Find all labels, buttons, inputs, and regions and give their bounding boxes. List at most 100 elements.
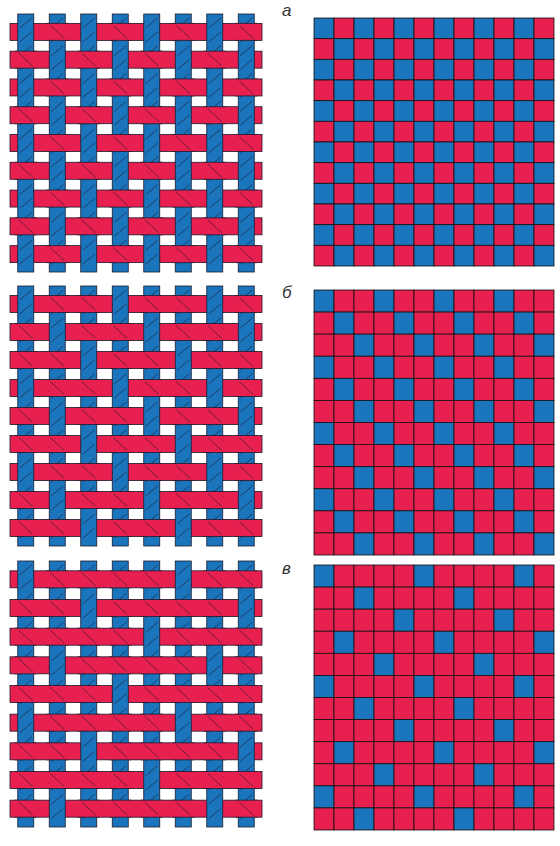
thread-twist [146,332,158,342]
thread-twist [240,737,252,747]
weave-cell [414,225,434,246]
thread-twist [208,573,222,586]
weft-edge [109,673,131,674]
weft-thread [10,190,262,207]
thread-twist [209,254,221,264]
weave-cell [374,609,394,631]
thread-twist [82,630,96,643]
thread-twist [208,745,222,758]
thread-twist [20,254,32,264]
weft-edge [235,771,257,772]
thread-twist [209,129,221,139]
thread-twist [50,466,64,479]
weft-edge [109,245,131,246]
weft-edge [172,616,194,617]
thread-twist [51,171,63,181]
weave-cell [474,445,494,467]
weave-cell [514,312,534,334]
weft-edge [109,645,131,646]
weft-edge [235,151,257,152]
weave-cell [394,808,414,830]
weft-thread [10,600,262,617]
thread-twist [19,602,33,615]
weave-cell [454,101,474,122]
weft-edge [78,162,100,163]
thread-twist [208,716,222,729]
thread-twist [113,192,127,205]
weft-float [78,571,100,588]
thread-twist [20,290,32,300]
thread-twist [208,774,222,787]
weft-thread [10,686,262,703]
weave-cell [354,720,374,742]
weft-edge [172,800,194,801]
weave-cell [514,400,534,422]
weft-edge [46,570,68,571]
weave-cell [454,183,474,204]
thread-twist [239,716,253,729]
weave-cell [354,786,374,808]
weave-cell [534,334,554,356]
weft-edge [15,628,37,629]
thread-twist [114,157,126,167]
thread-twist [177,723,189,733]
weave-cell [314,489,334,511]
weft-float [141,464,163,481]
weave-cell [414,183,434,204]
weave-cell [334,18,354,39]
thread-twist [209,290,221,300]
weft-float [235,686,257,703]
thread-twist [82,109,96,122]
weave-cell [334,675,354,697]
thread-twist [51,416,63,426]
weft-edge [109,95,131,96]
panel-letter: а [282,2,291,19]
weft-edge [141,480,163,481]
weave-cell [514,467,534,489]
weave-cell [394,80,414,101]
weave-cell [414,467,434,489]
weft-float [141,520,163,537]
weave-cell [474,808,494,830]
weave-cell [474,786,494,808]
weft-float [46,772,68,789]
thread-twist [240,751,252,761]
weft-edge [109,435,131,436]
weft-float [78,296,100,313]
thread-twist [51,651,63,661]
weave-cell [374,245,394,266]
weft-float [204,324,226,341]
weft-float [141,571,163,588]
thread-twist [50,81,64,94]
weave-cell [434,225,454,246]
thread-twist [176,774,190,787]
thread-twist [239,192,253,205]
weft-edge [78,179,100,180]
weave-cell [494,334,514,356]
weft-edge [78,51,100,52]
weave-cell [374,786,394,808]
weft-float [109,743,131,760]
thread-twist [145,688,159,701]
weave-cell [494,142,514,163]
weave-cell [314,808,334,830]
weft-edge [15,68,37,69]
weave-cell [474,378,494,400]
thread-twist [146,486,158,496]
thread-twist [176,494,190,507]
thread-twist [50,630,64,643]
weft-edge [235,351,257,352]
weft-edge [109,628,131,629]
weft-edge [46,23,68,24]
weft-edge [235,23,257,24]
weft-edge [46,731,68,732]
weave-cell [534,39,554,60]
weave-cell [534,489,554,511]
thread-twist [114,226,126,236]
thread-twist [209,185,221,195]
weave-cell [354,631,374,653]
weave-cell [514,720,534,742]
weave-cell [314,290,334,312]
weave-cell [314,698,334,720]
